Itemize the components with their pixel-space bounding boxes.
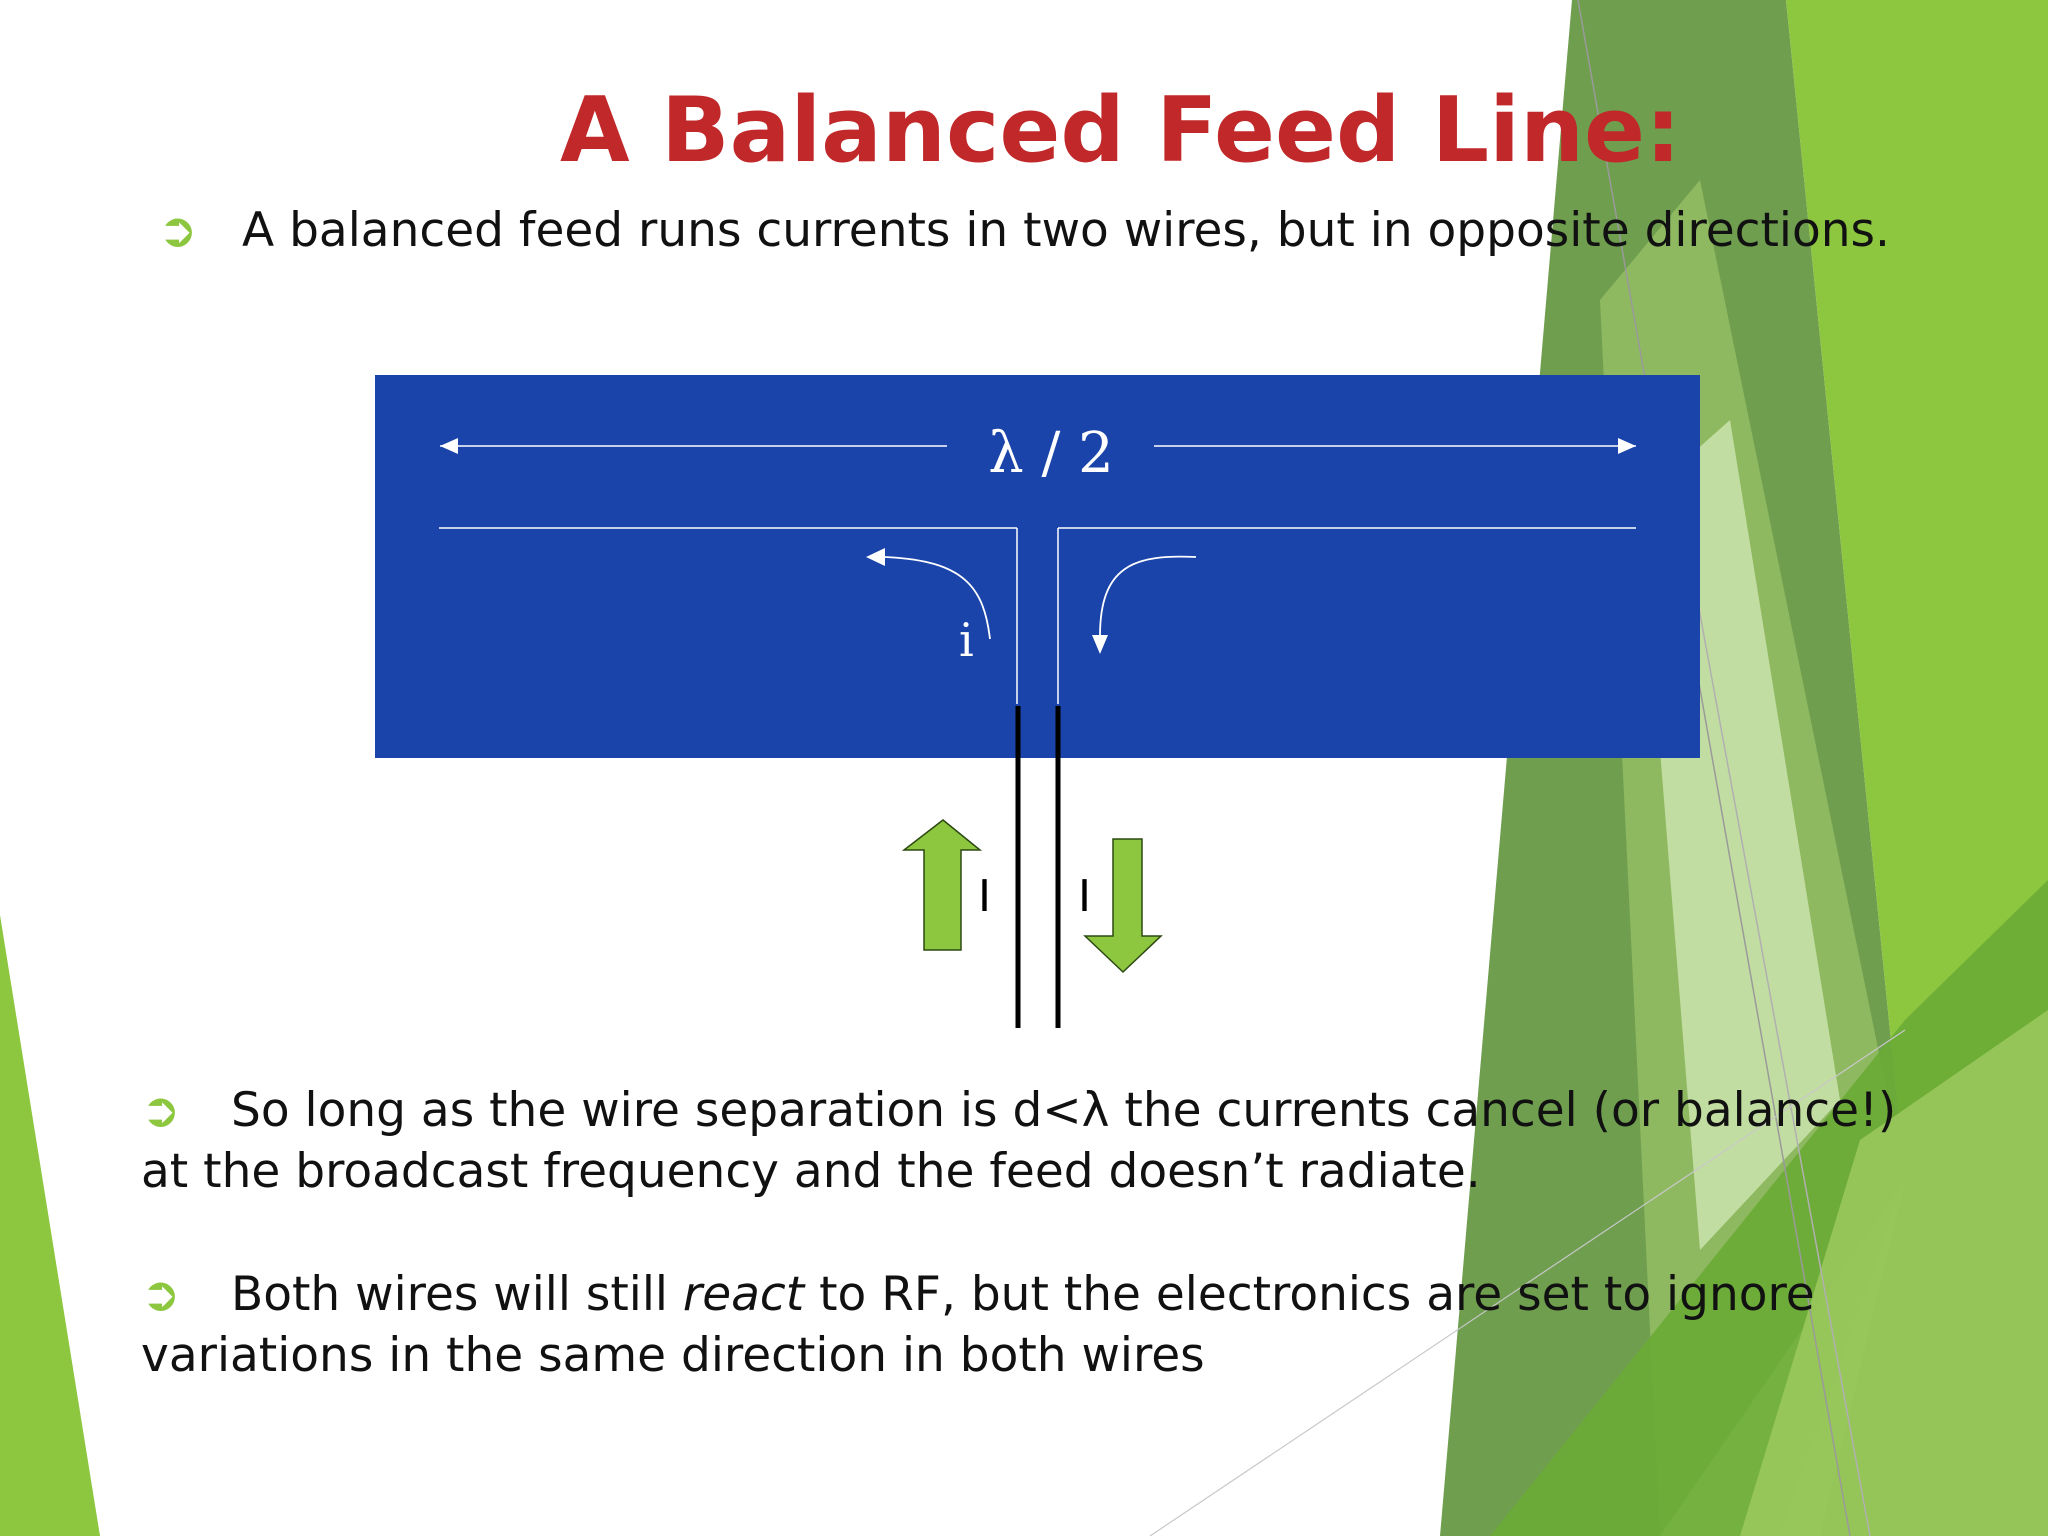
- bullet-3-emphasis: react: [682, 1267, 805, 1322]
- span-label: λ / 2: [988, 421, 1114, 486]
- deco-thin-line-1: [1577, 0, 1851, 1536]
- antenna-current-label: i: [959, 613, 974, 667]
- left-feed-current-label: I: [978, 871, 991, 922]
- deco-thin-line-2: [1689, 559, 1871, 1536]
- diagram-blue-panel: [375, 375, 1700, 758]
- green-up-arrow: [901, 819, 983, 951]
- bullet-1-text: A balanced feed runs currents in two wir…: [242, 203, 1890, 258]
- bullet-2: ➲So long as the wire separation is d<λ t…: [141, 1080, 1921, 1202]
- current-arrow-right: [1099, 555, 1197, 637]
- bullet-3: ➲ Both wires will still react to RF, but …: [141, 1264, 1921, 1386]
- span-arrow-right-head: [1618, 438, 1636, 454]
- deco-lower-right-light-panel: [1740, 1010, 2048, 1536]
- current-arrow-right-head: [1092, 635, 1108, 654]
- slide-title: A Balanced Feed Line:: [560, 78, 1682, 183]
- span-arrow-left-head: [440, 438, 458, 454]
- current-arrow-left-head: [866, 548, 885, 566]
- bullet-1: ➲ A balanced feed runs currents in two wi…: [158, 200, 1890, 261]
- current-arrow-left: [883, 556, 991, 640]
- bullet-2-text: So long as the wire separation is d<λ th…: [141, 1083, 1897, 1199]
- right-feed-current-label: I: [1078, 871, 1091, 922]
- bullet-3-text-before: Both wires will still: [231, 1267, 683, 1322]
- deco-thin-line-3: [1149, 1029, 1906, 1536]
- bullet-3-text-after: to RF, but the electronics are set to ig…: [141, 1267, 1815, 1383]
- diagram-svg: λ / 2 i I I: [375, 375, 1700, 1028]
- balanced-feed-diagram: λ / 2 i I I: [374, 374, 1704, 1030]
- bullet-arrow-icon: ➲: [141, 1083, 181, 1138]
- bullet-arrow-icon: ➲: [141, 1267, 181, 1322]
- bullet-arrow-icon: ➲: [158, 203, 198, 258]
- deco-left-green-wedge: [0, 915, 100, 1536]
- green-down-arrow: [1083, 838, 1163, 974]
